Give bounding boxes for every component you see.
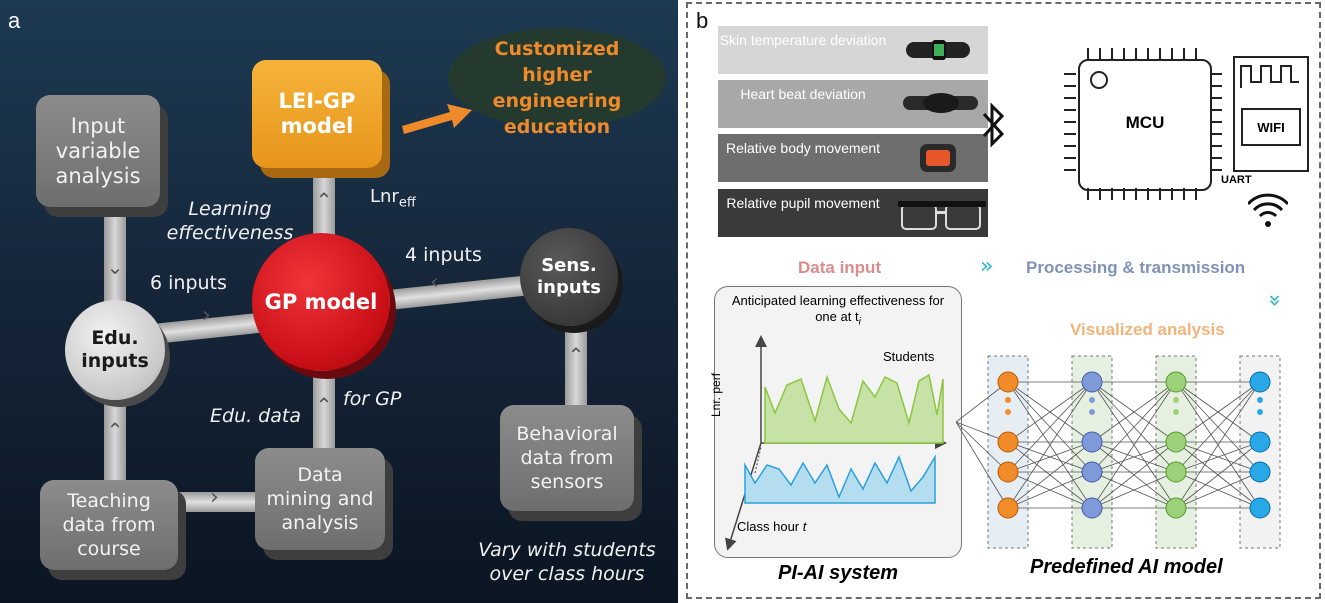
chevron-right-icon: › <box>210 485 219 510</box>
predefined-ai-model-label: Predefined AI model <box>1030 556 1223 578</box>
panel-b: b Skin temperature deviation Heart beat … <box>686 2 1321 599</box>
network-nodes <box>997 371 1271 519</box>
heart-strap-icon <box>903 93 978 113</box>
customized-ellipse <box>448 28 666 128</box>
teaching-data-label: Teaching data from course <box>62 490 156 560</box>
wifi-module: WIFI <box>1233 56 1309 172</box>
chip-marker-icon <box>1090 71 1108 89</box>
uart-label: UART <box>1221 174 1252 186</box>
arrow-right-icon <box>402 104 472 134</box>
data-input-label: Data input <box>798 258 882 277</box>
sensor-pupil-label: Relative pupil movement <box>726 195 880 211</box>
motion-tracker-icon <box>920 144 956 172</box>
dotted-guide <box>754 446 762 474</box>
chevron-up-icon: ⌃ <box>315 393 333 417</box>
behavioral-data-box: Behavioral data from sensors <box>500 405 634 511</box>
edu-inputs-circle: Edu. inputs <box>65 300 165 400</box>
antenna-trace-icon <box>1240 65 1299 88</box>
chart-title: Anticipated learning effectiveness for o… <box>731 293 945 328</box>
pi-ai-system-label: PI-AI system <box>778 562 899 584</box>
sensor-heart-label: Heart beat deviation <box>740 86 866 102</box>
chevron-down-icon: ⌄ <box>106 255 124 279</box>
network-connections <box>956 381 1261 509</box>
teaching-data-box: Teaching data from course <box>40 480 178 570</box>
pipe-mining-gp <box>313 370 335 450</box>
pipe-analysis-edu <box>104 170 126 320</box>
vary-label: Vary with students over class hours <box>478 539 656 585</box>
input-analysis-box: Input variable analysis <box>36 95 160 207</box>
pipe-gp-lei <box>313 170 335 240</box>
chevron-right-icon: › <box>202 303 211 328</box>
wifi-chip: WIFI <box>1241 108 1301 146</box>
sensor-body-label: Relative body movement <box>725 140 881 156</box>
chip-pins-icon <box>1064 48 1222 200</box>
chevron-up-icon: ⌃ <box>106 418 124 442</box>
visualized-label: Visualized analysis <box>1070 320 1225 339</box>
gp-model-circle: GP model <box>252 233 390 371</box>
neural-network-diagram <box>956 355 1281 549</box>
pipe-teaching-edu <box>104 395 126 490</box>
students-area <box>764 373 944 444</box>
edu-inputs-label: Edu. inputs <box>81 327 149 372</box>
four-inputs-label: 4 inputs <box>405 244 482 266</box>
mcu-chip: MCU <box>1078 59 1212 191</box>
gp-model-label: GP model <box>264 290 378 314</box>
eye-tracker-glasses-icon <box>898 201 986 230</box>
six-inputs-label: 6 inputs <box>150 272 227 294</box>
mcu-label: MCU <box>1125 113 1165 132</box>
chevron-up-icon: ⌃ <box>315 188 333 212</box>
processing-label: Processing & transmission <box>1026 258 1246 277</box>
lnr-eff-label: Lnreff <box>370 186 416 211</box>
learning-chart <box>725 335 947 551</box>
wireless-signal-icon <box>1248 193 1288 227</box>
lei-gp-model-box: LEI-GP model <box>252 60 382 168</box>
sens-inputs-circle: Sens. inputs <box>520 228 618 326</box>
double-chevron-down-icon: » <box>1262 293 1288 308</box>
individual-area <box>744 454 936 504</box>
chevron-left-icon: ‹ <box>430 270 439 295</box>
panel-b-label: b <box>696 8 709 33</box>
bluetooth-icon <box>982 102 1005 148</box>
input-analysis-label: Input variable analysis <box>55 113 141 188</box>
wifi-label: WIFI <box>1257 119 1285 135</box>
for-gp-label: for GP <box>343 388 402 410</box>
double-chevron-right-icon: » <box>980 254 994 279</box>
sensor-row-pupil: Relative pupil movement <box>718 189 988 237</box>
pipe-teaching-mining <box>175 492 265 512</box>
edu-data-label: Edu. data <box>210 405 301 427</box>
behavioral-data-label: Behavioral data from sensors <box>516 423 618 493</box>
sensor-skin-label: Skin temperature deviation <box>719 32 887 48</box>
sens-inputs-label: Sens. inputs <box>536 255 601 298</box>
customized-education-label: Customized higher engineering education <box>492 38 622 138</box>
data-mining-box: Data mining and analysis <box>255 448 385 550</box>
hidden-layer-boxes <box>987 355 1281 549</box>
learning-effectiveness-label: Learning effectiveness <box>166 198 294 244</box>
pi-ai-chart-box: Anticipated learning effectiveness for o… <box>709 286 962 558</box>
wristband-icon <box>906 40 970 60</box>
sensor-row-heart: Heart beat deviation <box>718 80 988 128</box>
chevron-up-icon: ⌃ <box>567 343 585 367</box>
pipe-behavioral-sens <box>565 320 587 410</box>
data-mining-label: Data mining and analysis <box>266 464 374 534</box>
lei-gp-label: LEI-GP model <box>278 89 356 138</box>
students-label: Students <box>883 349 935 364</box>
sensor-row-body: Relative body movement <box>718 134 988 182</box>
pipe-sens-gp <box>379 275 531 311</box>
sensor-row-skin: Skin temperature deviation <box>718 26 988 74</box>
panel-a-label: a <box>8 8 21 33</box>
x-axis-label: Class hour t <box>737 519 807 534</box>
panel-a: a ⌄ ⌃ ⌃ ⌃ ⌃ › ‹ › Customized higher engi… <box>0 0 678 603</box>
